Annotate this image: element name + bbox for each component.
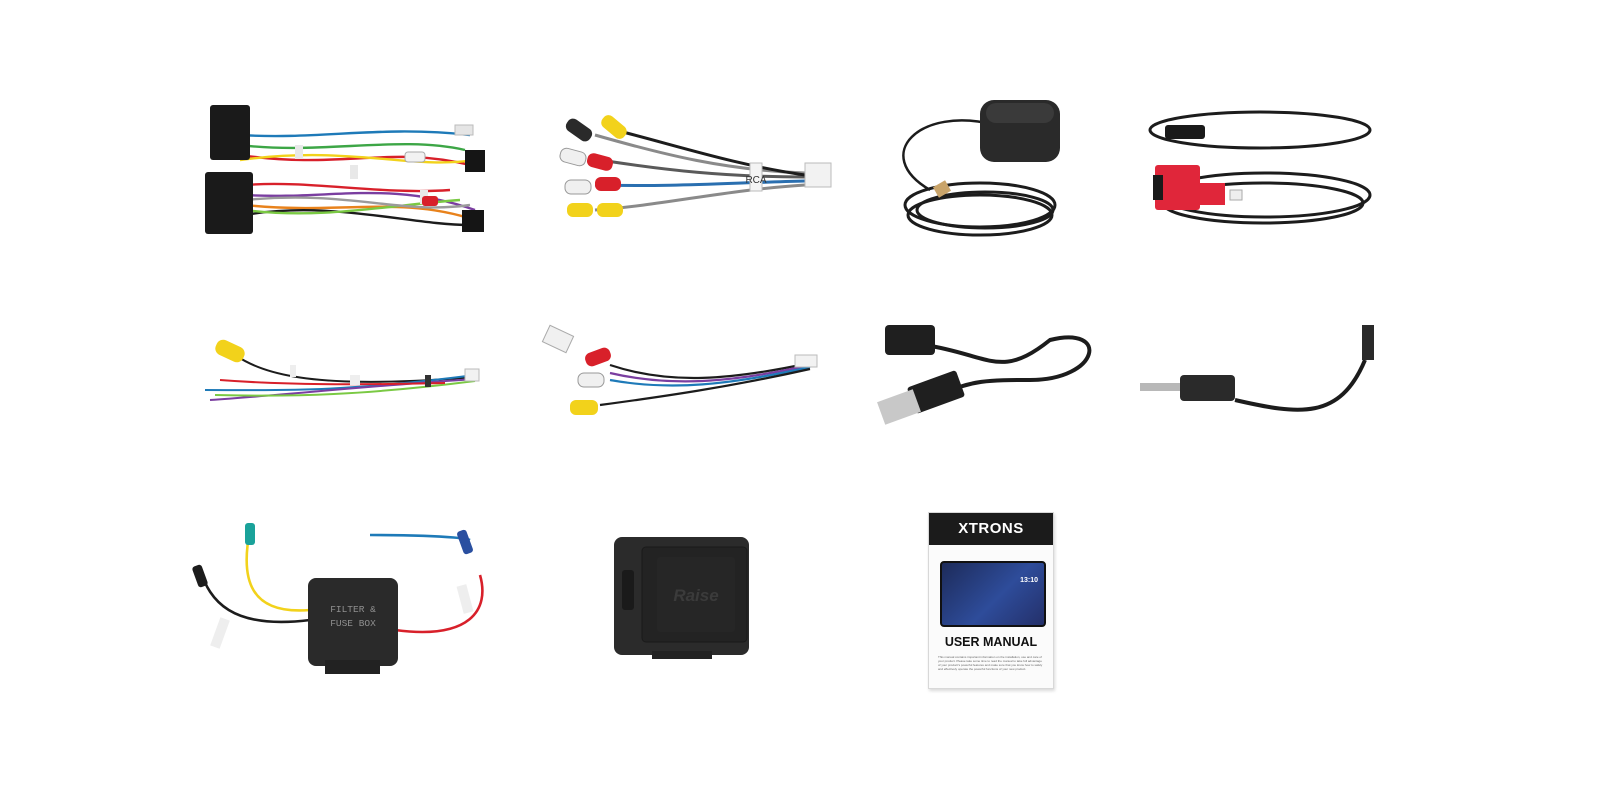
rca-tag-text: RCA (745, 175, 766, 186)
reverse-camera-cable-drawing (204, 339, 480, 401)
rca-plugs (559, 115, 627, 217)
manual-description: This manual contains important informati… (938, 655, 1043, 671)
manual-screen-image: 13:10 (940, 561, 1046, 627)
filter-box-line2: FUSE BOX (330, 618, 376, 629)
usb-extension-cable-drawing (1148, 110, 1372, 225)
iso-power-harness-drawing (205, 105, 485, 234)
manual-title: USER MANUAL (944, 635, 1038, 649)
iso-power-harness (200, 100, 490, 245)
filter-box-line1: FILTER & (330, 604, 376, 615)
canbus-decoder-box-drawing: Raise (614, 537, 749, 659)
audio-rca-cable-drawing (541, 324, 818, 415)
filter-fuse-box: FILTER & FUSE BOX (190, 520, 500, 680)
gps-antenna (880, 95, 1080, 245)
radio-antenna-adapter-drawing (1140, 325, 1374, 412)
audio-rca-cable (540, 324, 825, 420)
manual-clock: 13:10 (1020, 577, 1038, 584)
filter-fuse-box-drawing: FILTER & FUSE BOX (192, 523, 484, 674)
gps-antenna-drawing (902, 100, 1060, 237)
manual-brand: XTRONS (929, 513, 1053, 545)
usb-cable-drawing (877, 325, 1092, 425)
usb-extension-cable (1145, 105, 1380, 235)
rca-av-harness: RCA (555, 115, 835, 225)
canbus-decoder-box: Raise (612, 535, 752, 665)
reverse-camera-cable (195, 335, 485, 410)
radio-antenna-adapter (1140, 320, 1380, 420)
rca-av-harness-drawing: RCA (559, 115, 832, 217)
usb-cable (877, 320, 1100, 425)
user-manual: XTRONS 13:10 USER MANUAL This manual con… (928, 512, 1054, 689)
decoder-brand-text: Raise (673, 586, 718, 605)
